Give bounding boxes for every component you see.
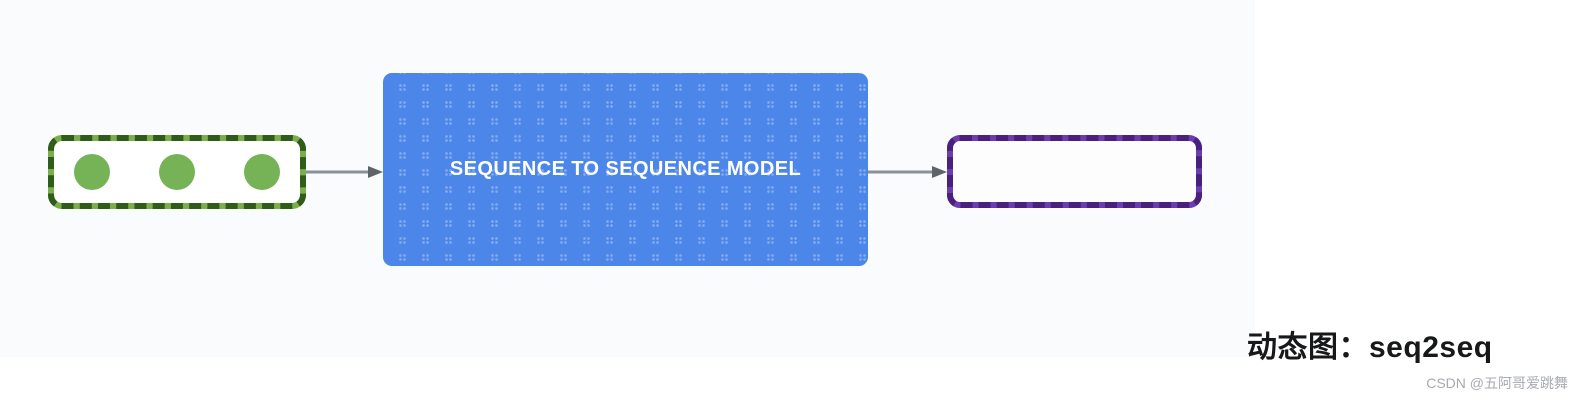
input-token-dot	[244, 154, 280, 190]
model-box-label: SEQUENCE TO SEQUENCE MODEL	[449, 158, 802, 180]
arrow-model-to-output-icon	[868, 166, 947, 178]
seq2seq-model-box: SEQUENCE TO SEQUENCE MODEL	[383, 73, 868, 266]
arrow-input-to-model-icon	[306, 166, 383, 178]
figure-caption: 动态图：seq2seq	[1247, 331, 1493, 364]
output-sequence-box	[947, 135, 1202, 208]
input-sequence-box	[48, 135, 306, 209]
diagram-panel: SEQUENCE TO SEQUENCE MODEL	[48, 73, 1202, 266]
input-token-dot	[159, 154, 195, 190]
input-token-dot	[74, 154, 110, 190]
csdn-watermark: CSDN @五阿哥爱跳舞	[1426, 375, 1568, 391]
